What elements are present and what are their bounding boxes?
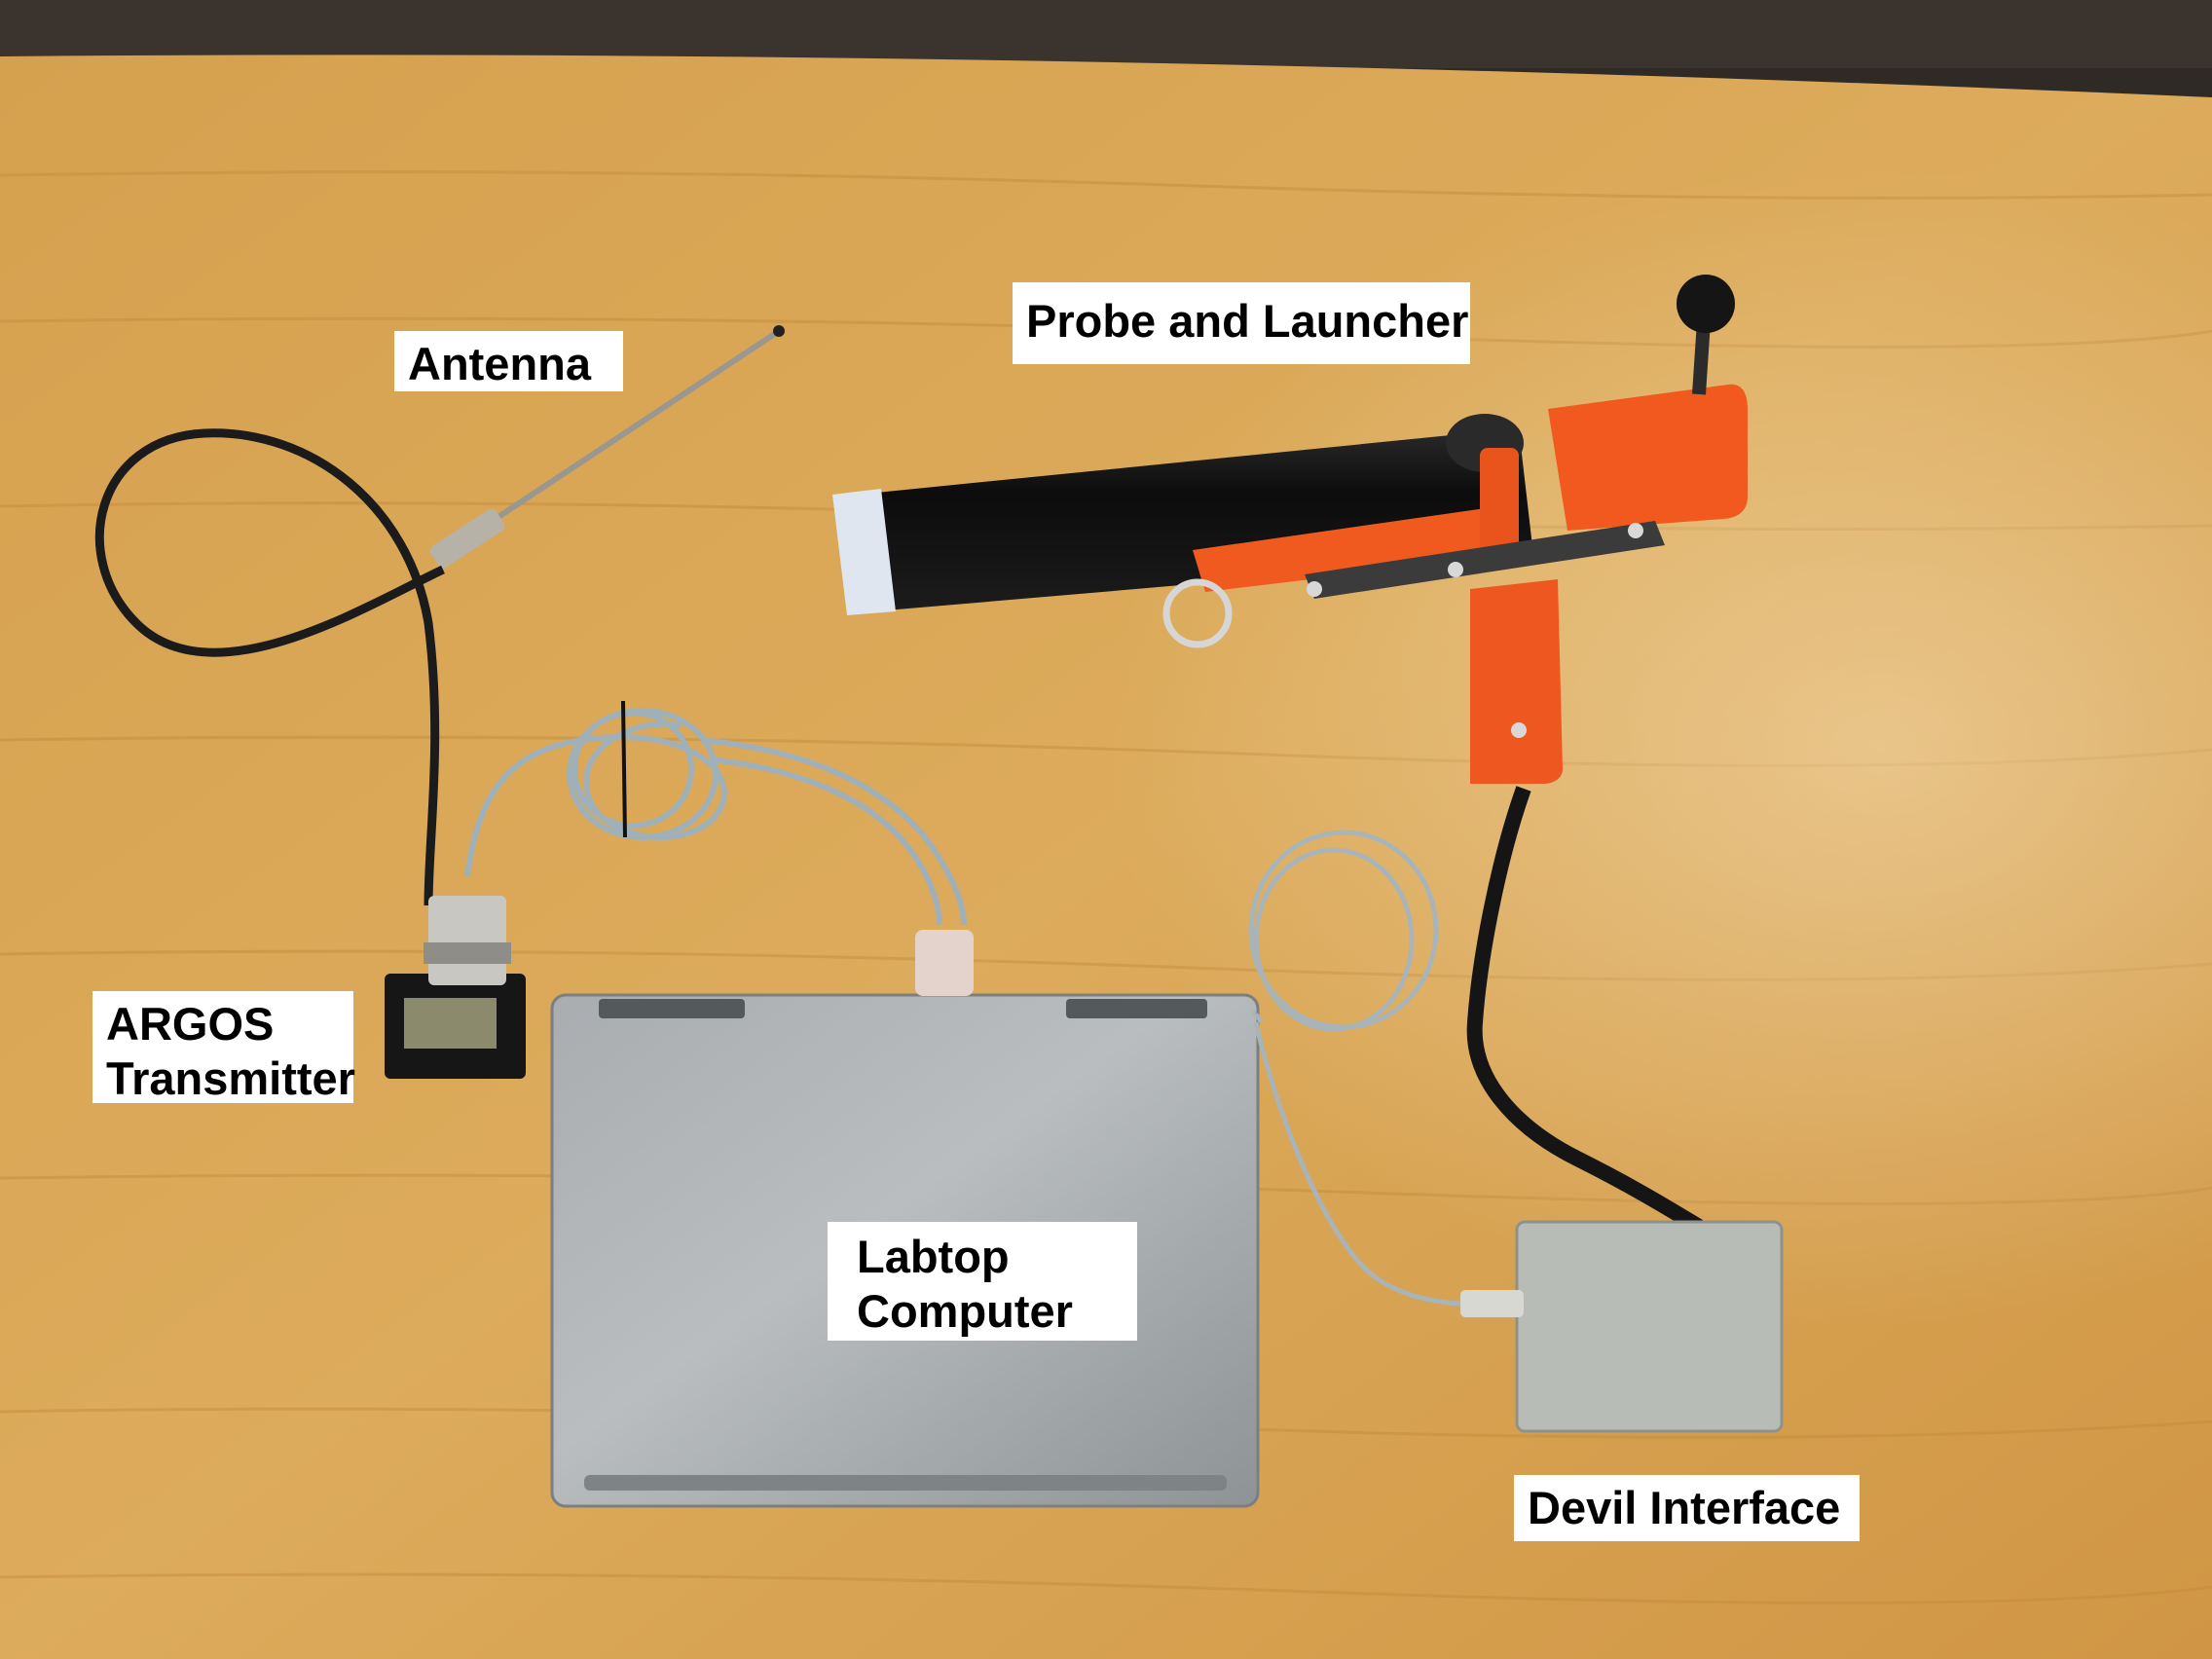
label-argos-line2: Transmitter: [106, 1052, 355, 1104]
launcher-lever: [1692, 320, 1711, 395]
antenna-connector: [429, 508, 505, 569]
cable-tie: [621, 700, 627, 838]
label-argos-line1: ARGOS: [106, 998, 275, 1050]
label-probe-and-launcher: Probe and Launcher: [1013, 282, 1470, 364]
launcher-ring: [1162, 578, 1233, 648]
antenna-tip: [773, 325, 785, 337]
launcher-body: [1193, 384, 1748, 784]
label-antenna: Antenna: [394, 331, 623, 391]
argos-db-connector: [428, 896, 506, 985]
launcher-knob: [1677, 275, 1735, 333]
antenna-rod: [454, 328, 781, 548]
serial-cable: [464, 708, 967, 926]
label-devil-interface: Devil Interface: [1514, 1475, 1860, 1541]
label-laptop-line1: Labtop: [857, 1231, 1010, 1282]
launcher-cable: [1466, 786, 1704, 1234]
laptop-serial-connector: [915, 930, 974, 996]
label-laptop-computer: Labtop Computer: [828, 1222, 1137, 1341]
label-antenna-text: Antenna: [408, 338, 591, 389]
usb-cable: [1248, 830, 1500, 1308]
label-argos-transmitter: ARGOS Transmitter: [92, 991, 355, 1104]
label-laptop-line2: Computer: [857, 1285, 1073, 1337]
devil-interface-box: [1515, 1220, 1784, 1433]
argos-transmitter-label-plate: [404, 998, 497, 1049]
label-devil-interface-text: Devil Interface: [1528, 1482, 1841, 1533]
antenna-cable: [94, 428, 445, 906]
label-probe-and-launcher-text: Probe and Launcher: [1026, 295, 1469, 347]
